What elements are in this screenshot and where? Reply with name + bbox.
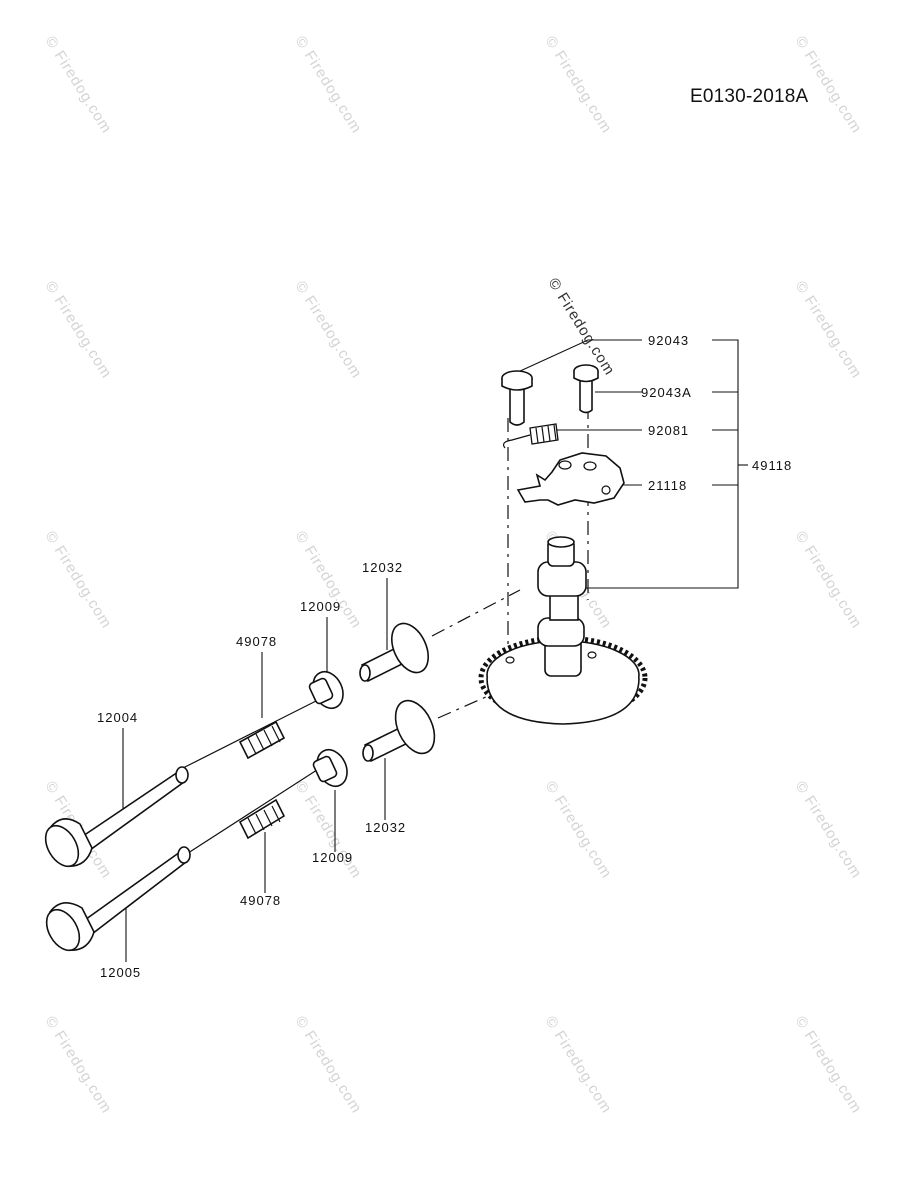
part-labels: 92043 92043A 92081 21118 49118 12032 120… (97, 333, 792, 980)
label-49078-bottom: 49078 (240, 893, 281, 908)
watermark: © Firedog.com (792, 528, 866, 632)
retainer-12009-top (308, 670, 344, 710)
valve-12005 (45, 846, 191, 952)
pin-92043a (573, 364, 599, 414)
valve-spring-49078-bottom (238, 798, 286, 840)
valve-12004 (44, 766, 189, 868)
watermark: © Firedog.com (792, 278, 866, 382)
watermark: © Firedog.com (292, 278, 366, 382)
watermark: © Firedog.com (292, 1013, 366, 1117)
retainer-12009-bottom (312, 748, 348, 788)
label-12032-bottom: 12032 (365, 820, 406, 835)
label-12005: 12005 (100, 965, 141, 980)
leader-lines (122, 339, 748, 962)
watermark: © Firedog.com (292, 778, 366, 882)
valve-spring-49078-top (238, 720, 286, 760)
label-21118: 21118 (648, 478, 687, 493)
label-92043: 92043 (648, 333, 689, 348)
label-12009-bottom: 12009 (312, 850, 353, 865)
watermark: © Firedog.com (42, 33, 116, 137)
spring-92081 (502, 423, 559, 449)
assembly-lines (182, 405, 589, 856)
camshaft (537, 536, 587, 677)
label-92043a: 92043A (641, 385, 692, 400)
diagram-id: E0130-2018A (690, 86, 809, 107)
watermark: © Firedog.com (792, 778, 866, 882)
label-12004: 12004 (97, 710, 138, 725)
label-92081: 92081 (648, 423, 689, 438)
label-12009-top: 12009 (300, 599, 341, 614)
tappet-12032-top (359, 622, 429, 683)
watermarks: © Firedog.com © Firedog.com © Firedog.co… (42, 33, 866, 1117)
watermark: © Firedog.com (42, 528, 116, 632)
watermark: © Firedog.com (542, 778, 616, 882)
tappet-12032-bottom (362, 699, 436, 763)
weight-plate (516, 452, 625, 506)
watermark: © Firedog.com (42, 278, 116, 382)
pin-92043 (501, 370, 533, 426)
label-12032-top: 12032 (362, 560, 403, 575)
watermark: © Firedog.com (42, 1013, 116, 1117)
watermark: © Firedog.com (792, 1013, 866, 1117)
label-49078-top: 49078 (236, 634, 277, 649)
watermark: © Firedog.com (542, 33, 616, 137)
watermark: © Firedog.com (292, 33, 366, 137)
watermark-dark: © Firedog.com (545, 275, 619, 379)
label-49118: 49118 (752, 458, 792, 473)
watermark: © Firedog.com (292, 528, 366, 632)
watermark: © Firedog.com (542, 1013, 616, 1117)
watermark: © Firedog.com (792, 33, 866, 137)
